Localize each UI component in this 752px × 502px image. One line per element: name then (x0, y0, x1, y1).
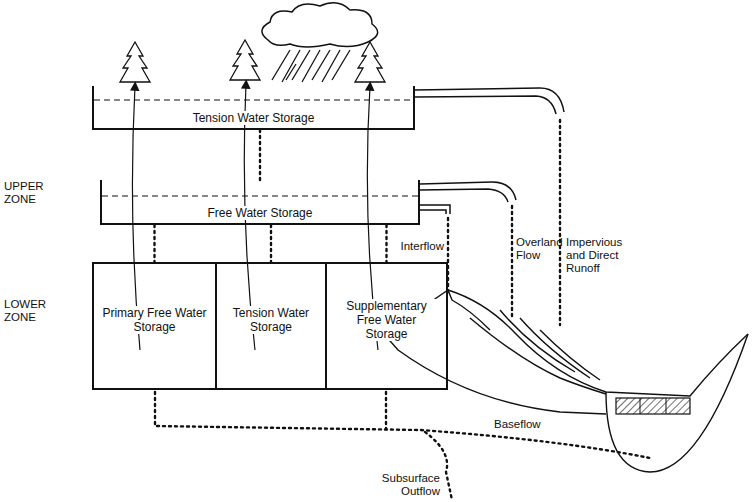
percolation-line (385, 225, 387, 262)
storage-box: Tension Water Storage (92, 86, 415, 130)
storage-box: Primary Free Water Storage (92, 262, 217, 390)
flow-label: Subsurface Outflow (378, 472, 440, 498)
flow-label: Impervious and Direct Runoff (566, 236, 628, 275)
storage-label: Primary Free Water Storage (100, 306, 209, 334)
zone-label: LOWER ZONE (4, 298, 56, 324)
storage-label: Supplementary Free Water Storage (333, 299, 440, 341)
storage-box: Tension Water Storage (215, 262, 327, 390)
percolation-line (259, 130, 261, 180)
storage-box: Free Water Storage (100, 180, 420, 225)
flow-line (155, 120, 650, 500)
water-level (94, 100, 418, 196)
cloud (262, 3, 378, 47)
gauging-weir (616, 398, 690, 414)
flow-label: Interflow (392, 240, 444, 253)
percolation-line (270, 225, 272, 262)
trees (120, 40, 385, 82)
flow-label: Baseflow (494, 418, 554, 431)
storage-label: Free Water Storage (206, 206, 315, 220)
rain (272, 50, 350, 82)
percolation-line (153, 225, 155, 262)
flow-label: Overland Flow (516, 236, 558, 262)
storage-box: Supplementary Free Water Storage (325, 262, 448, 390)
storage-label: Tension Water Storage (223, 306, 319, 334)
storage-label: Tension Water Storage (191, 111, 317, 125)
overflow-pipe (415, 88, 564, 214)
zone-label: UPPER ZONE (4, 180, 56, 206)
